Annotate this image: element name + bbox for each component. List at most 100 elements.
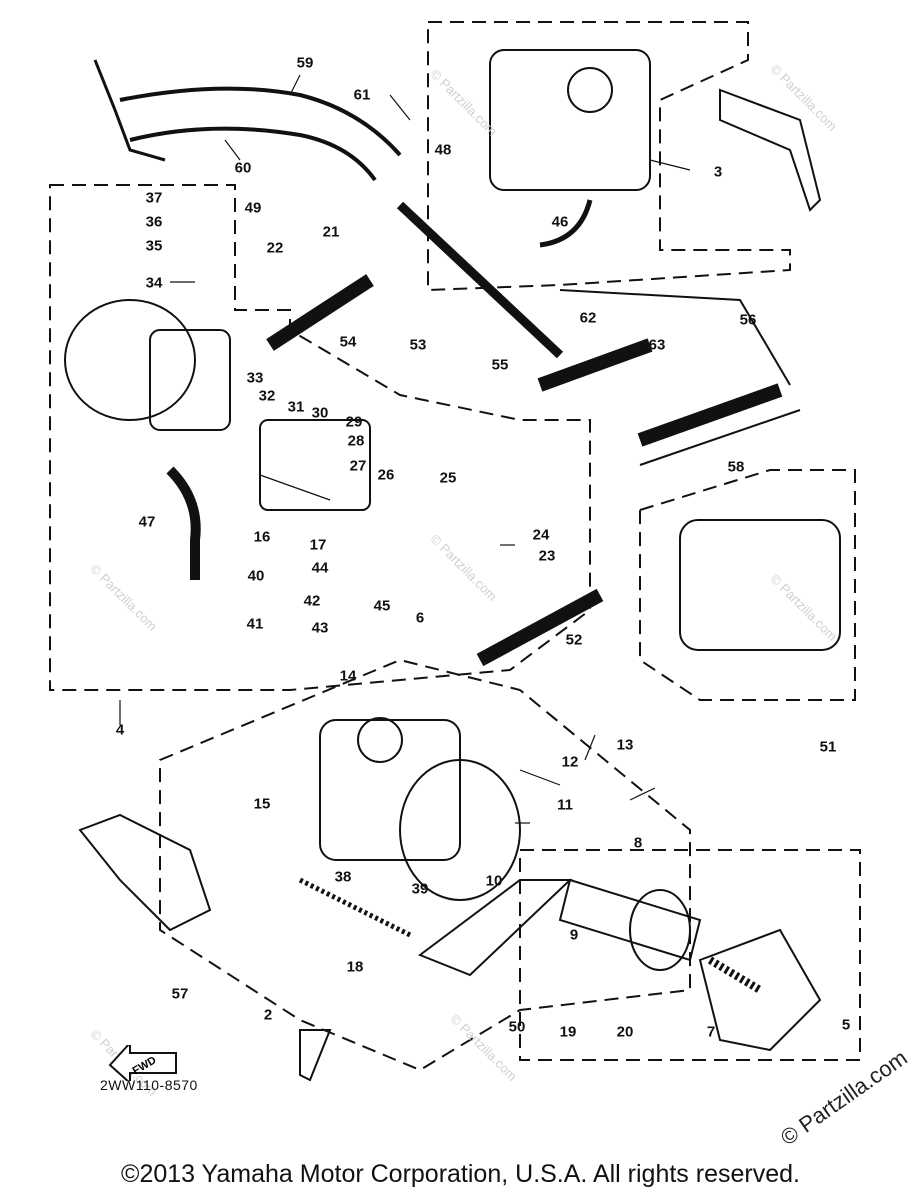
callout-label-17: 17 xyxy=(309,536,327,554)
callout-label-14: 14 xyxy=(339,667,357,685)
callout-label-34: 34 xyxy=(145,274,163,292)
callout-label-23: 23 xyxy=(538,547,556,565)
callout-label-56: 56 xyxy=(739,311,757,329)
callout-label-18: 18 xyxy=(346,958,364,976)
callout-label-16: 16 xyxy=(253,528,271,546)
carb-left-body xyxy=(64,299,196,421)
diaphragm-cover xyxy=(399,759,521,901)
callout-label-26: 26 xyxy=(377,466,395,484)
callout-label-54: 54 xyxy=(339,333,357,351)
fwd-arrow-icon: FWD xyxy=(108,1045,177,1081)
spring-18 xyxy=(298,877,412,938)
callout-label-12: 12 xyxy=(561,753,579,771)
callout-label-9: 9 xyxy=(569,926,579,944)
callout-label-13: 13 xyxy=(616,736,634,754)
callout-label-53: 53 xyxy=(409,336,427,354)
callout-label-19: 19 xyxy=(559,1023,577,1041)
callout-label-35: 35 xyxy=(145,237,163,255)
carb-top-throat xyxy=(567,67,613,113)
callout-label-50: 50 xyxy=(508,1018,526,1036)
group-right-outline xyxy=(639,469,856,701)
callout-label-59: 59 xyxy=(296,54,314,72)
callout-label-8: 8 xyxy=(633,834,643,852)
callout-label-48: 48 xyxy=(434,141,452,159)
callout-label-43: 43 xyxy=(311,619,329,637)
tube-52 xyxy=(476,588,604,667)
callout-label-55: 55 xyxy=(491,356,509,374)
group-4-outline xyxy=(49,184,591,691)
callout-label-4: 4 xyxy=(115,721,125,739)
callout-label-47: 47 xyxy=(138,513,156,531)
callout-label-33: 33 xyxy=(246,369,264,387)
callout-label-51: 51 xyxy=(819,738,837,756)
callout-label-15: 15 xyxy=(253,795,271,813)
cable-59 xyxy=(119,86,402,157)
callout-label-60: 60 xyxy=(234,159,252,177)
callout-label-58: 58 xyxy=(727,458,745,476)
callout-label-29: 29 xyxy=(345,413,363,431)
callout-label-37: 37 xyxy=(145,189,163,207)
bracket-51-bottom xyxy=(299,1029,332,1082)
callout-label-21: 21 xyxy=(322,223,340,241)
callout-label-20: 20 xyxy=(616,1023,634,1041)
callout-label-3: 3 xyxy=(713,163,723,181)
callout-label-42: 42 xyxy=(303,592,321,610)
carb-bottom-throat xyxy=(357,717,403,763)
copyright-notice: ©2013 Yamaha Motor Corporation, U.S.A. A… xyxy=(121,1160,800,1188)
hose-46 xyxy=(539,199,593,248)
callout-label-41: 41 xyxy=(246,615,264,633)
part-code: 2WW110-8570 xyxy=(100,1077,198,1093)
carb-right-body xyxy=(679,519,841,651)
carb-left-throat xyxy=(149,329,231,431)
callout-label-39: 39 xyxy=(411,880,429,898)
cover-7 xyxy=(698,928,822,1052)
callout-label-45: 45 xyxy=(373,597,391,615)
rod-55 xyxy=(396,201,564,359)
callout-label-57: 57 xyxy=(171,985,189,1003)
callout-label-24: 24 xyxy=(532,526,550,544)
spring-7 xyxy=(707,956,763,994)
callout-label-44: 44 xyxy=(311,559,329,577)
callout-label-38: 38 xyxy=(334,868,352,886)
callout-label-10: 10 xyxy=(485,872,503,890)
callout-label-25: 25 xyxy=(439,469,457,487)
callout-label-28: 28 xyxy=(347,432,365,450)
tube-62a xyxy=(537,338,653,392)
hose-47 xyxy=(166,466,201,580)
cable-end xyxy=(93,59,166,162)
callout-label-32: 32 xyxy=(258,387,276,405)
callout-label-6: 6 xyxy=(415,609,425,627)
carb-left-bowl xyxy=(259,419,371,511)
callout-label-46: 46 xyxy=(551,213,569,231)
callout-label-36: 36 xyxy=(145,213,163,231)
callout-label-2: 2 xyxy=(263,1006,273,1024)
callout-label-31: 31 xyxy=(287,398,305,416)
cable-60 xyxy=(129,126,377,182)
callout-label-40: 40 xyxy=(247,567,265,585)
callout-label-30: 30 xyxy=(311,404,329,422)
callout-label-22: 22 xyxy=(266,239,284,257)
bracket-left xyxy=(78,813,212,932)
callout-label-11: 11 xyxy=(557,796,573,814)
tube-54 xyxy=(266,274,374,351)
callout-label-63: 63 xyxy=(648,336,666,354)
group-3-outline xyxy=(427,21,791,292)
callout-label-7: 7 xyxy=(706,1023,716,1041)
rod-58 xyxy=(639,409,801,466)
callout-label-5: 5 xyxy=(841,1016,851,1034)
rod-56 xyxy=(559,289,791,386)
callout-label-62: 62 xyxy=(579,309,597,327)
callout-label-49: 49 xyxy=(244,199,262,217)
group-8-outline xyxy=(519,849,861,1061)
bracket-top-right xyxy=(719,88,822,212)
tube-62b xyxy=(637,383,783,447)
carburetor-exploded-diagram xyxy=(49,21,861,1082)
plate-bottom xyxy=(417,879,573,977)
group-2-outline xyxy=(159,658,691,1072)
piston-9-head xyxy=(629,889,691,971)
cylinder-9 xyxy=(558,878,702,962)
callout-label-61: 61 xyxy=(353,86,371,104)
callout-label-52: 52 xyxy=(565,631,583,649)
carb-top-body xyxy=(489,49,651,191)
callout-label-27: 27 xyxy=(349,457,367,475)
